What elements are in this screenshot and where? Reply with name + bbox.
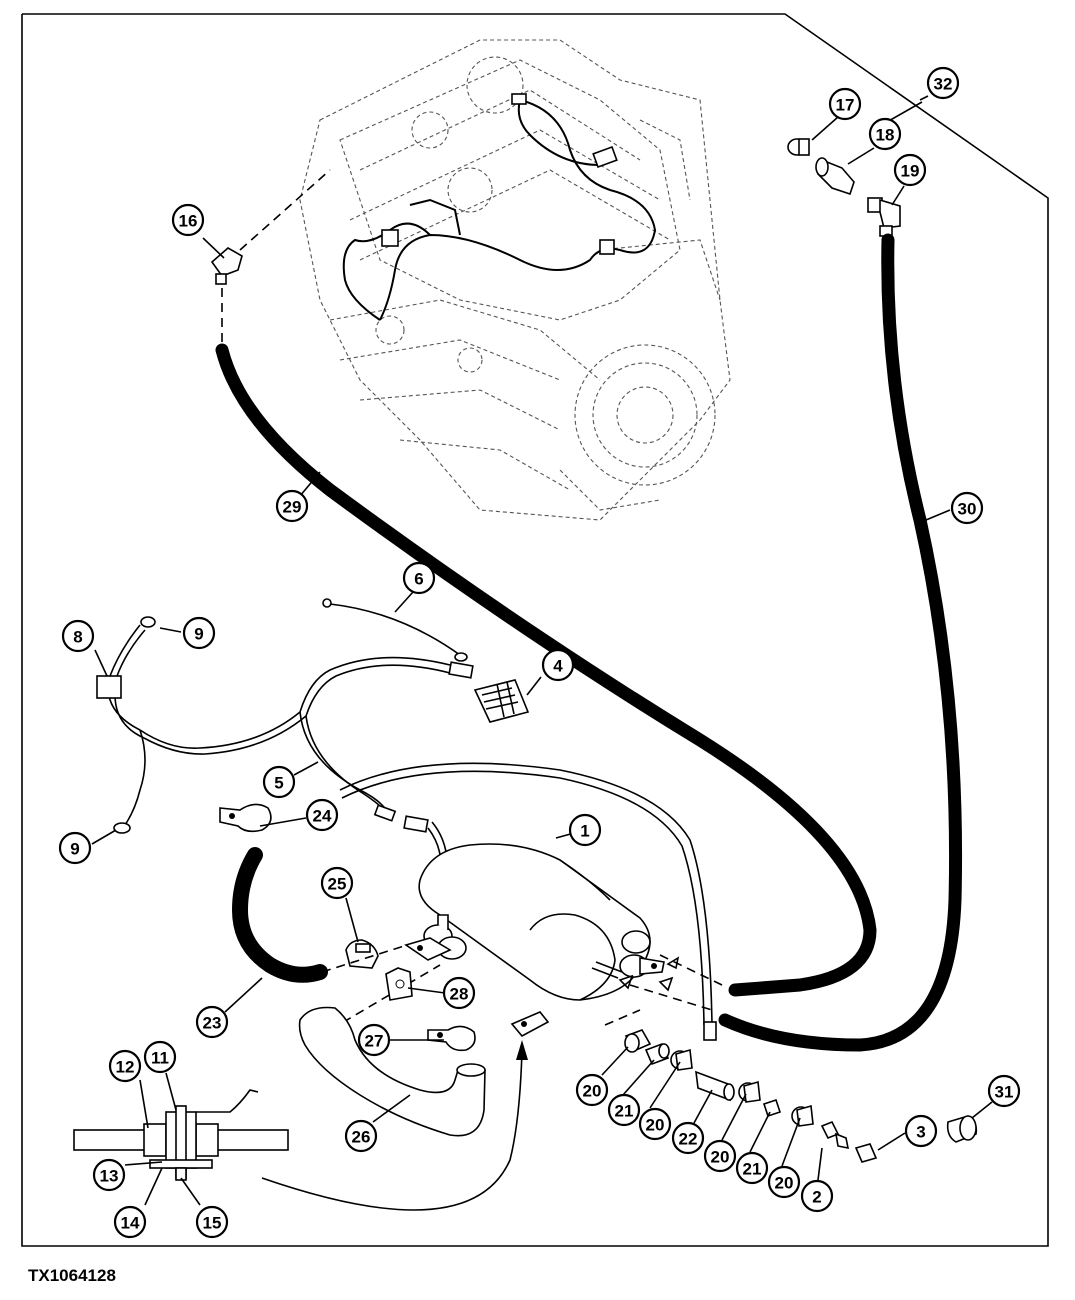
callout-20-b: 20 xyxy=(638,1107,672,1141)
svg-text:19: 19 xyxy=(901,162,920,181)
svg-text:9: 9 xyxy=(70,840,79,859)
callout-24: 24 xyxy=(305,798,339,832)
svg-text:29: 29 xyxy=(283,498,302,517)
svg-text:22: 22 xyxy=(679,1130,698,1149)
callout-12: 12 xyxy=(108,1049,142,1083)
svg-text:27: 27 xyxy=(365,1032,384,1051)
svg-text:20: 20 xyxy=(583,1082,602,1101)
callout-19: 19 xyxy=(893,153,927,187)
svg-text:20: 20 xyxy=(775,1174,794,1193)
fittings-row xyxy=(624,1029,978,1163)
callout-3: 3 xyxy=(904,1114,938,1148)
hose-29 xyxy=(215,343,877,997)
harness-5 xyxy=(96,616,717,1041)
mount-detail-inset xyxy=(73,1089,289,1181)
callout-27: 27 xyxy=(357,1023,391,1057)
part-16-sender xyxy=(210,169,331,345)
svg-text:13: 13 xyxy=(100,1167,119,1186)
callout-13: 13 xyxy=(92,1158,126,1192)
part-24-clamp xyxy=(219,803,272,833)
part-28-bracket xyxy=(385,967,413,1001)
callout-21-a: 21 xyxy=(607,1093,641,1127)
part-27-clamp xyxy=(427,1025,476,1052)
svg-text:4: 4 xyxy=(553,657,563,676)
callout-15: 15 xyxy=(195,1205,229,1239)
svg-text:32: 32 xyxy=(934,75,953,94)
svg-text:23: 23 xyxy=(203,1014,222,1033)
svg-text:17: 17 xyxy=(836,96,855,115)
callout-20-a: 20 xyxy=(575,1073,609,1107)
part-4-relay xyxy=(473,679,530,723)
svg-text:5: 5 xyxy=(274,774,283,793)
callout-20-d: 20 xyxy=(767,1165,801,1199)
diagram-border xyxy=(21,13,1049,1247)
svg-text:25: 25 xyxy=(328,875,347,894)
callout-22: 22 xyxy=(671,1121,705,1155)
svg-text:30: 30 xyxy=(958,500,977,519)
callout-30: 30 xyxy=(950,491,984,525)
callout-1: 1 xyxy=(568,813,602,847)
callout-31: 31 xyxy=(987,1074,1021,1108)
callout-25: 25 xyxy=(320,866,354,900)
svg-text:26: 26 xyxy=(352,1128,371,1147)
part-6-cable xyxy=(322,598,468,662)
engine-phantom xyxy=(299,39,731,521)
callout-4: 4 xyxy=(541,648,575,682)
callout-17: 17 xyxy=(828,87,862,121)
svg-text:20: 20 xyxy=(711,1148,730,1167)
callout-11: 11 xyxy=(143,1040,177,1074)
svg-text:9: 9 xyxy=(194,625,203,644)
svg-text:18: 18 xyxy=(876,126,895,145)
svg-text:3: 3 xyxy=(916,1123,925,1142)
svg-text:24: 24 xyxy=(313,807,332,826)
hose-26 xyxy=(298,1006,486,1137)
callout-32: 32 xyxy=(926,66,960,100)
hose-23 xyxy=(232,847,328,983)
callout-18: 18 xyxy=(868,117,902,151)
svg-text:6: 6 xyxy=(414,570,423,589)
callout-26: 26 xyxy=(344,1119,378,1153)
callout-8: 8 xyxy=(61,619,95,653)
callout-5: 5 xyxy=(262,765,296,799)
svg-text:21: 21 xyxy=(615,1102,634,1121)
callout-29: 29 xyxy=(275,489,309,523)
figure-id-label: TX1064128 xyxy=(28,1266,116,1285)
callout-9-bottom: 9 xyxy=(58,831,92,865)
part-25-clamp xyxy=(345,939,379,969)
svg-text:28: 28 xyxy=(450,985,469,1004)
svg-text:15: 15 xyxy=(203,1214,222,1233)
callout-2: 2 xyxy=(800,1179,834,1213)
hose-30 xyxy=(718,233,963,1052)
svg-text:8: 8 xyxy=(73,628,82,647)
callout-16: 16 xyxy=(171,203,205,237)
svg-text:14: 14 xyxy=(121,1214,140,1233)
svg-text:31: 31 xyxy=(995,1083,1014,1102)
svg-text:1: 1 xyxy=(580,822,589,841)
svg-text:21: 21 xyxy=(743,1160,762,1179)
svg-text:16: 16 xyxy=(179,212,198,231)
callout-14: 14 xyxy=(113,1205,147,1239)
callout-9-top: 9 xyxy=(182,616,216,650)
callout-20-c: 20 xyxy=(703,1139,737,1173)
callout-21-b: 21 xyxy=(735,1151,769,1185)
callout-28: 28 xyxy=(442,976,476,1010)
svg-text:20: 20 xyxy=(646,1116,665,1135)
svg-text:12: 12 xyxy=(116,1058,135,1077)
callout-23: 23 xyxy=(195,1005,229,1039)
arrow-to-heater xyxy=(261,1049,523,1211)
heater-1 xyxy=(404,843,723,1038)
callout-6: 6 xyxy=(402,561,436,595)
svg-text:11: 11 xyxy=(151,1049,169,1068)
parts-17-18-19 xyxy=(787,138,901,237)
svg-text:2: 2 xyxy=(812,1188,821,1207)
leaders xyxy=(91,95,993,1206)
